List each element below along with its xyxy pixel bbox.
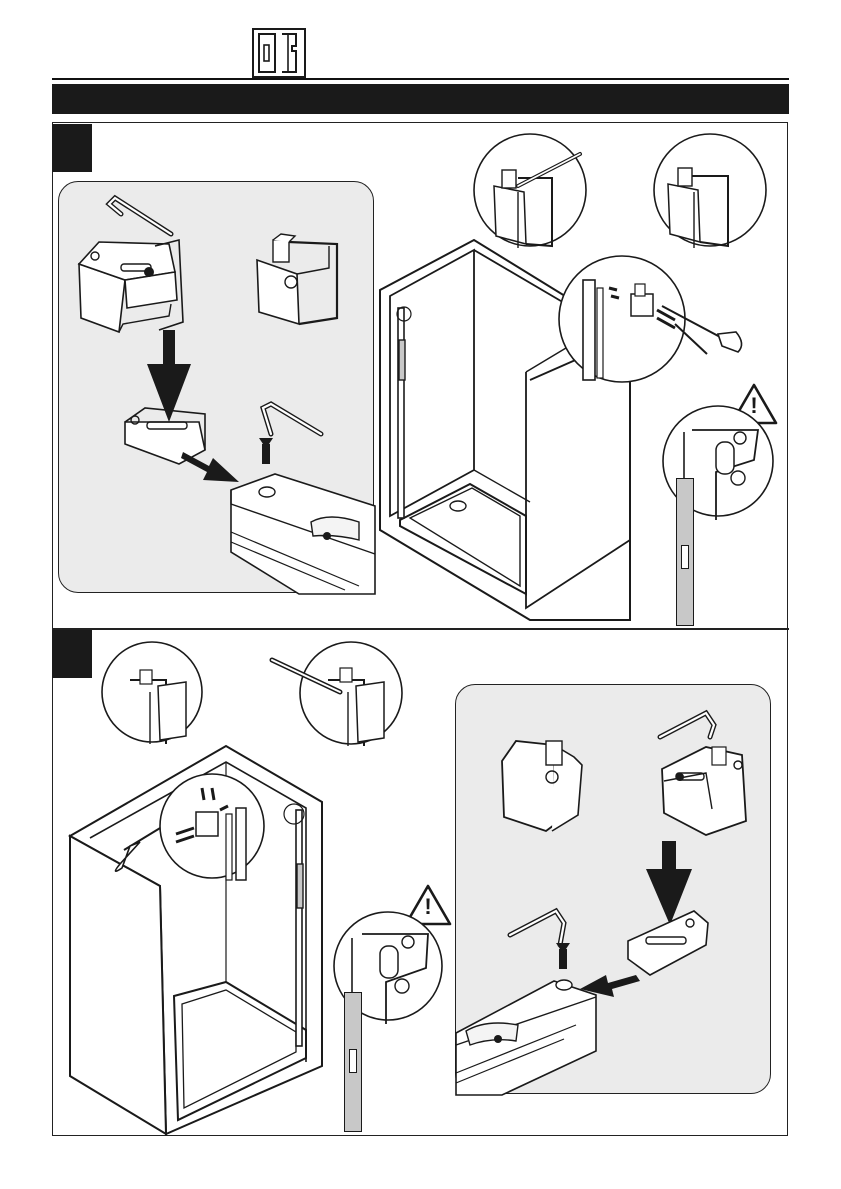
header-band bbox=[52, 84, 789, 114]
step-divider bbox=[52, 628, 789, 630]
step-badge-1 bbox=[52, 124, 92, 172]
profile-slot bbox=[681, 545, 689, 569]
hex-key-icon bbox=[268, 654, 348, 698]
vertical-profile bbox=[344, 992, 362, 1132]
bracket-fitted-zoom-icon bbox=[652, 132, 768, 248]
step-badge-2 bbox=[52, 630, 92, 678]
shower-door-logo-icon bbox=[252, 28, 306, 78]
bracket-fitted-zoom-icon bbox=[100, 640, 204, 744]
vertical-profile bbox=[676, 478, 694, 626]
profile-slot bbox=[349, 1049, 357, 1073]
hex-key-zoom-icon bbox=[472, 132, 588, 248]
step1-bracket-panel bbox=[58, 181, 374, 593]
profile-screw-zoom-icon bbox=[160, 770, 264, 882]
step2-bracket-panel bbox=[455, 684, 771, 1094]
screwdriver-icon bbox=[662, 296, 782, 362]
header-rule bbox=[52, 78, 789, 80]
